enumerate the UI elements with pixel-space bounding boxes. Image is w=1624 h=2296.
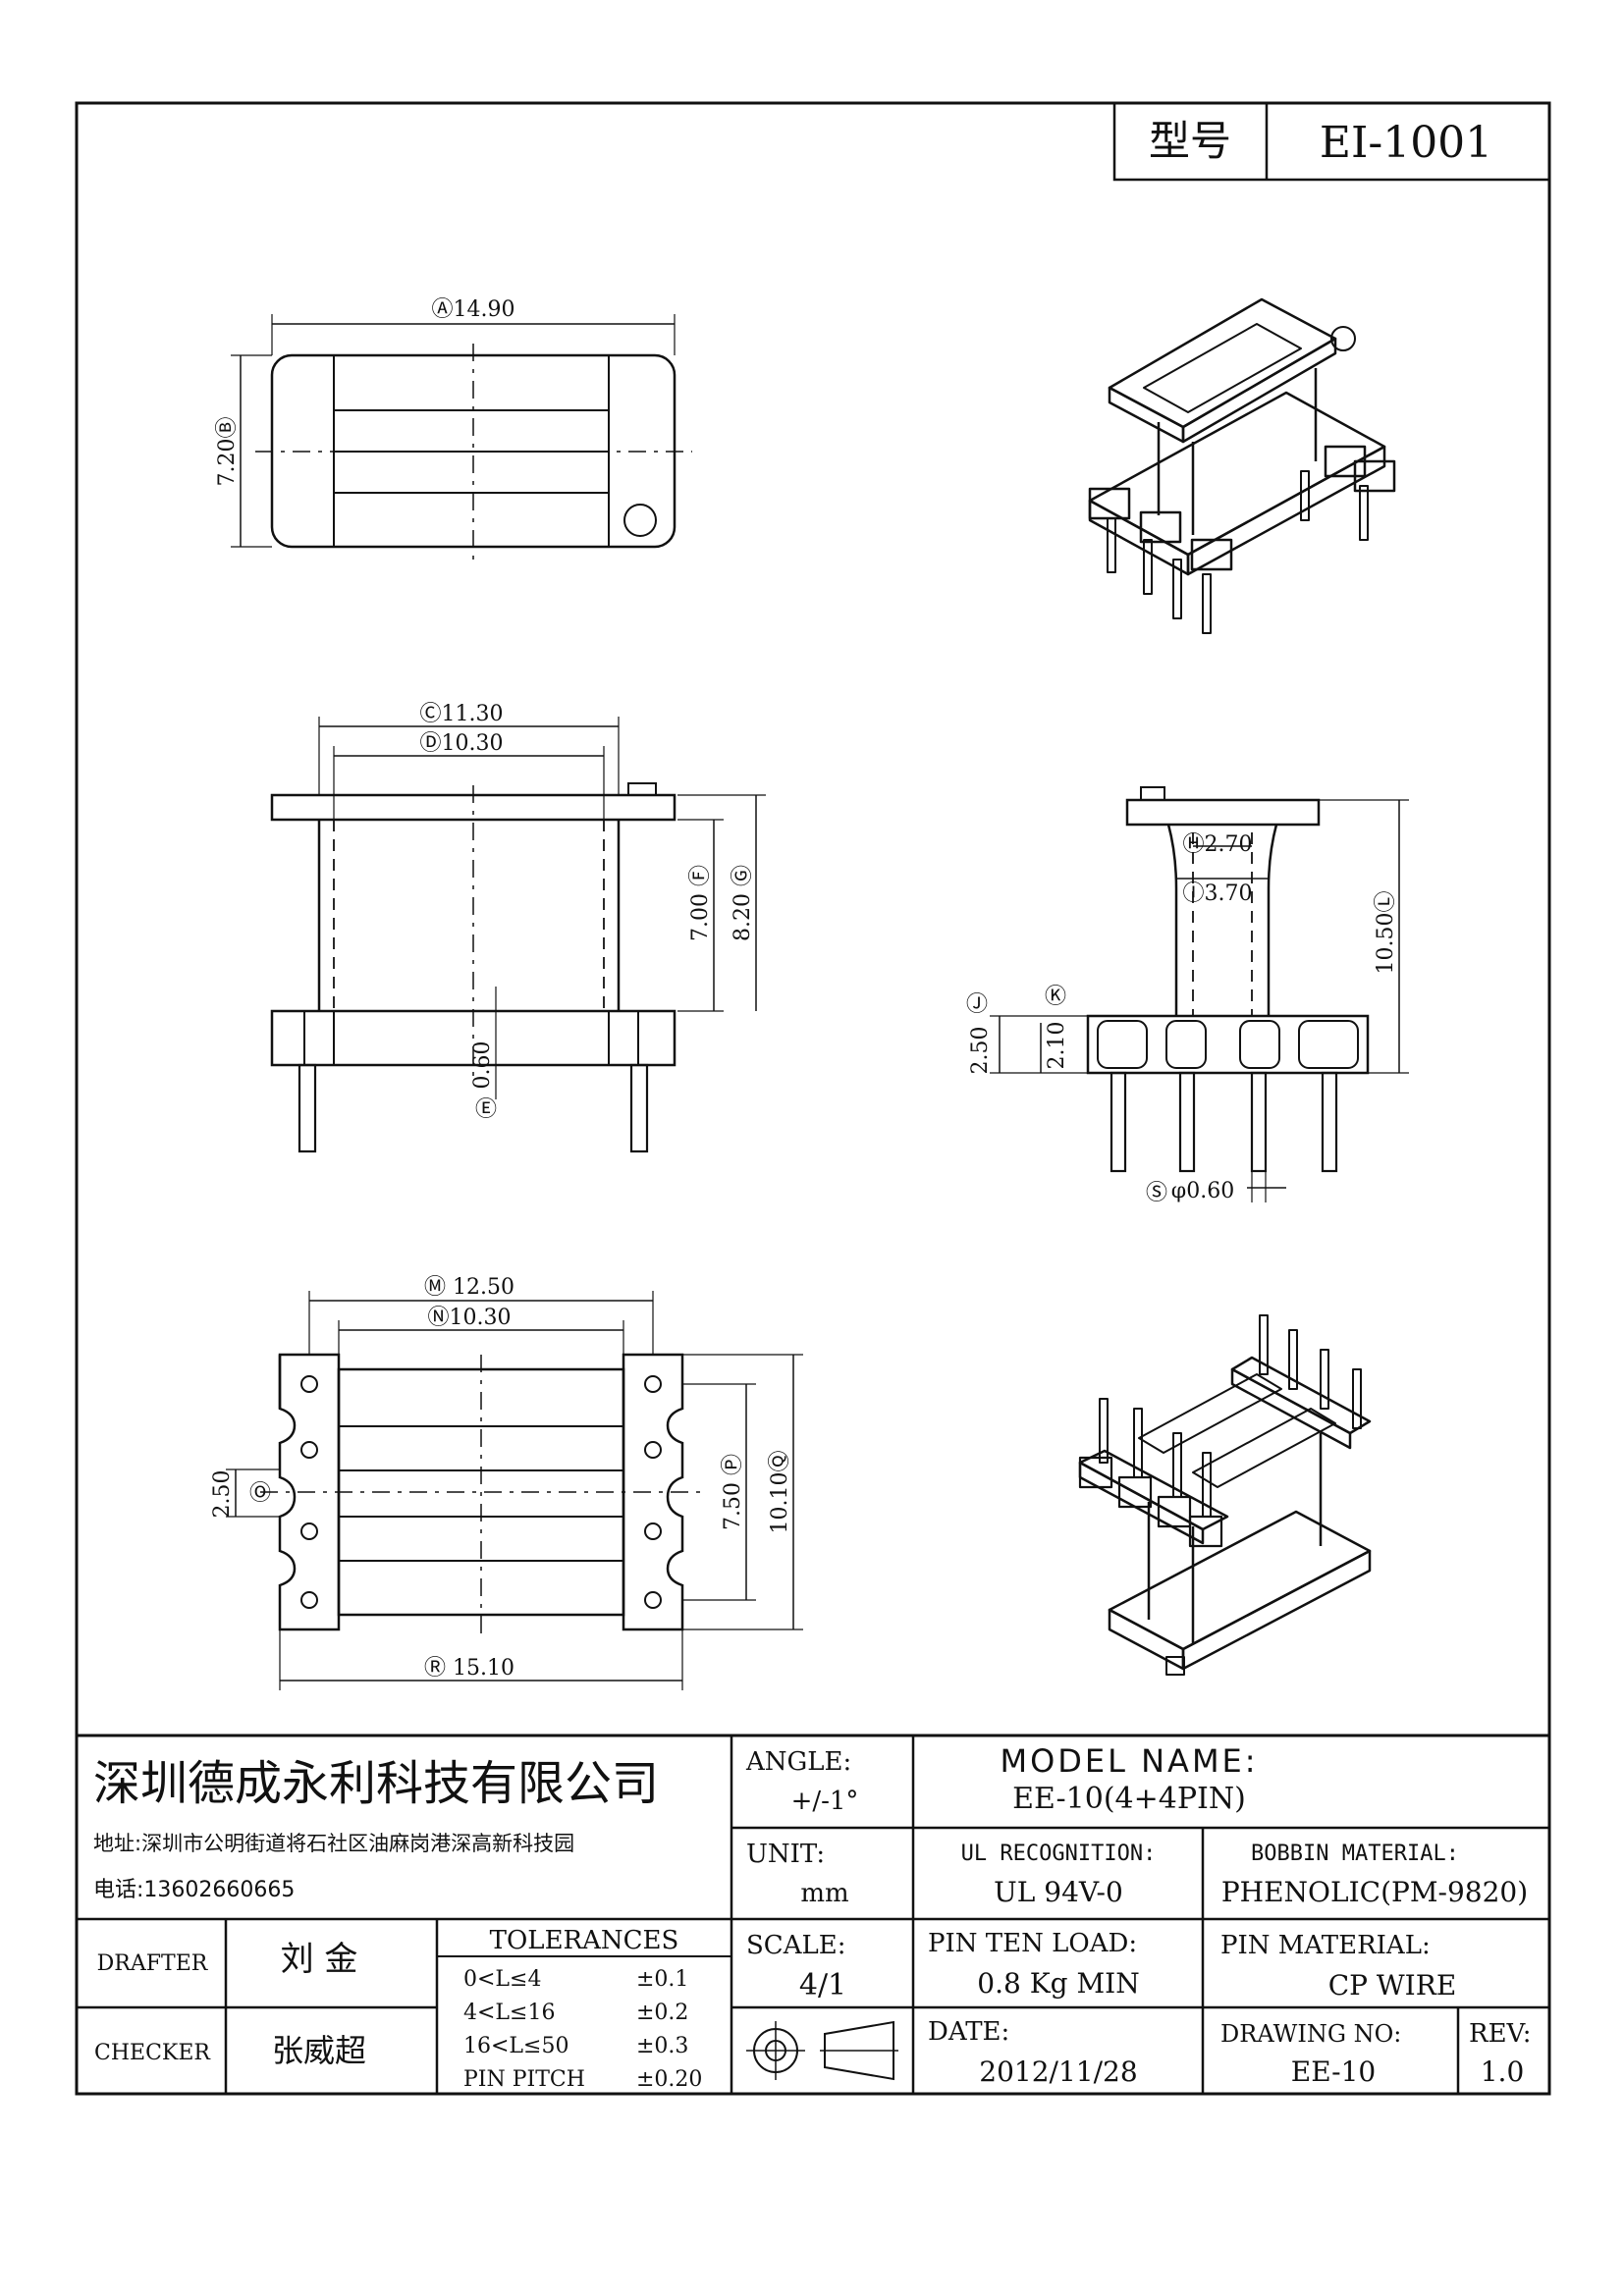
- tolerance-value: ±0.20: [636, 2067, 702, 2092]
- dim-r: Ⓡ 15.10: [424, 1656, 514, 1681]
- ul-value: UL 94V-0: [994, 1876, 1123, 1908]
- iso-view-bottom: [1078, 1314, 1372, 1676]
- iso-view-top: [1088, 297, 1396, 634]
- dim-m: Ⓜ 12.50: [424, 1275, 514, 1300]
- dim-j-label: Ⓙ: [966, 992, 988, 1017]
- drafter-label: DRAFTER: [97, 1951, 209, 1976]
- date-value: 2012/11/28: [979, 2056, 1137, 2088]
- company-name: 深圳德成永利科技有限公司: [93, 1756, 659, 1811]
- dim-k-value: 2.10: [1045, 1022, 1069, 1070]
- projection-symbol: [746, 2020, 898, 2081]
- tolerance-value: ±0.2: [636, 2001, 688, 2025]
- dim-a: Ⓐ14.90: [432, 297, 515, 322]
- company-address: 地址:深圳市公明街道将石社区油麻岗港深高新科技园: [93, 1832, 574, 1855]
- company-phone: 电话:13602660665: [93, 1878, 295, 1902]
- pin-material-label: PIN MATERIAL:: [1220, 1931, 1431, 1960]
- tolerance-range: 4<L≤16: [463, 2001, 555, 2025]
- scale-value: 4/1: [799, 1968, 846, 2002]
- dim-q: 10.10Ⓠ: [768, 1451, 792, 1534]
- dim-s-value: φ0.60: [1171, 1179, 1234, 1203]
- ul-label: UL RECOGNITION:: [961, 1842, 1157, 1866]
- pin-load-label: PIN TEN LOAD:: [928, 1929, 1137, 1958]
- drafter-value: 刘 金: [281, 1940, 358, 1979]
- dim-n: Ⓝ10.30: [428, 1306, 512, 1330]
- top-view: Ⓐ14.90 7.20Ⓑ: [215, 297, 692, 564]
- pin-material-value: CP WIRE: [1328, 1969, 1457, 2002]
- rev-label: REV:: [1469, 2019, 1531, 2049]
- tolerances-label: TOLERANCES: [490, 1926, 679, 1955]
- bobbin-value: PHENOLIC(PM-9820): [1221, 1876, 1528, 1908]
- dim-p: 7.50 Ⓟ: [721, 1454, 745, 1530]
- tolerance-range: PIN PITCH: [463, 2067, 585, 2092]
- dim-o-label: Ⓞ: [249, 1481, 271, 1506]
- sheet-border: [75, 101, 1551, 2096]
- title-block: 深圳德成永利科技有限公司 地址:深圳市公明街道将石社区油麻岗港深高新科技园 电话…: [77, 1734, 1549, 2094]
- unit-value: mm: [800, 1879, 848, 1908]
- dim-e-value: 0.60: [470, 1041, 495, 1090]
- bobbin-label: BOBBIN MATERIAL:: [1251, 1842, 1459, 1866]
- angle-value: +/-1°: [791, 1787, 859, 1816]
- dim-d: Ⓓ10.30: [420, 731, 504, 756]
- dim-j-value: 2.50: [968, 1027, 993, 1075]
- model-value: EI-1001: [1320, 118, 1492, 168]
- dim-i: Ⓘ3.70: [1183, 881, 1253, 906]
- scale-label: SCALE:: [746, 1931, 846, 1960]
- tolerance-value: ±0.1: [636, 1967, 688, 1992]
- dim-k-label: Ⓚ: [1045, 985, 1066, 1009]
- tolerance-range: 0<L≤4: [463, 1967, 541, 1992]
- dim-h: Ⓗ2.70: [1183, 832, 1253, 857]
- model-box: 型号 EI-1001: [1112, 101, 1551, 182]
- dim-g: 8.20 Ⓖ: [731, 865, 755, 941]
- dim-e-label: Ⓔ: [475, 1097, 497, 1122]
- model-label: 型号: [1149, 117, 1231, 165]
- dim-f: 7.00 Ⓕ: [688, 865, 713, 941]
- dim-l: 10.50Ⓛ: [1374, 891, 1398, 975]
- drawing-no-value: EE-10: [1291, 2056, 1377, 2088]
- tolerance-value: ±0.3: [636, 2034, 688, 2058]
- dim-b: 7.20Ⓑ: [215, 417, 240, 487]
- dim-o-value: 2.50: [210, 1470, 235, 1519]
- date-label: DATE:: [928, 2017, 1009, 2047]
- model-name-value: EE-10(4+4PIN): [1012, 1782, 1246, 1816]
- checker-value: 张威超: [272, 2032, 366, 2069]
- angle-label: ANGLE:: [745, 1747, 851, 1777]
- tolerance-rows: 0<L≤4 ±0.1 4<L≤16 ±0.2 16<L≤50 ±0.3 PIN …: [463, 1967, 702, 2092]
- dim-s-label: Ⓢ: [1146, 1181, 1167, 1205]
- bottom-view: Ⓜ 12.50 Ⓝ10.30 2.50 Ⓞ 7.50 Ⓟ 10.10Ⓠ Ⓡ 15…: [210, 1275, 803, 1690]
- dim-c: Ⓒ11.30: [420, 702, 504, 726]
- unit-label: UNIT:: [746, 1840, 825, 1869]
- front-view: Ⓒ11.30 Ⓓ10.30 7.00 Ⓕ 8.20 Ⓖ 0.60 Ⓔ: [270, 702, 766, 1153]
- rev-value: 1.0: [1481, 2056, 1525, 2088]
- model-name-label: MODEL NAME:: [1000, 1742, 1258, 1780]
- side-view: Ⓗ2.70 Ⓘ3.70 10.50Ⓛ Ⓙ Ⓚ 2.50 2.10 Ⓢ φ0.60: [966, 786, 1409, 1205]
- tolerance-range: 16<L≤50: [463, 2034, 568, 2058]
- drawing-no-label: DRAWING NO:: [1220, 2020, 1401, 2048]
- checker-label: CHECKER: [94, 2041, 211, 2065]
- pin-load-value: 0.8 Kg MIN: [977, 1967, 1139, 2000]
